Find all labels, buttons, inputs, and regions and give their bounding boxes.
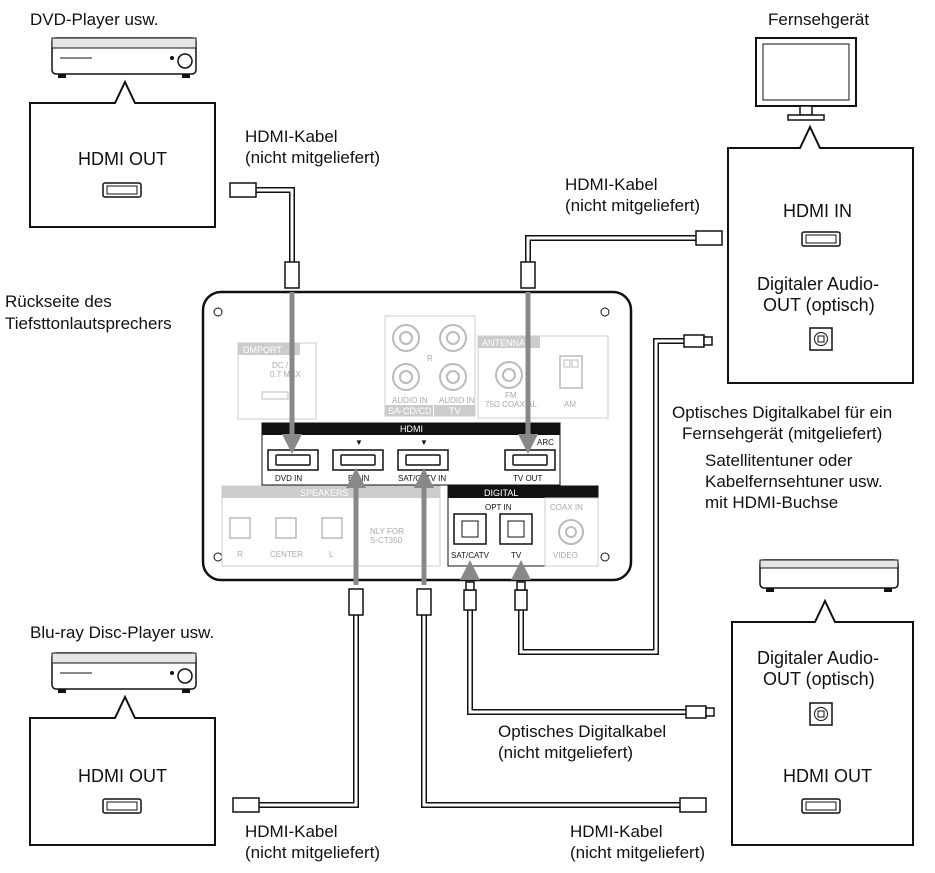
analog-audio-section: R AUDIO IN AUDIO IN SA-CD/CD TV: [384, 315, 476, 417]
panel-text: 75Ω COAXIAL: [485, 400, 537, 409]
sat-optical-label-1: Digitaler Audio-: [757, 648, 879, 668]
antenna-section: ANTENNA FM 75Ω COAXIAL AM: [477, 335, 609, 419]
tv-title: Fernsehgerät: [768, 10, 869, 29]
cable-label-hdmi-sat-2: (nicht mitgeliefert): [570, 843, 705, 862]
cable-label-hdmi-bd-2: (nicht mitgeliefert): [245, 843, 380, 862]
panel-text: CENTER: [270, 550, 303, 559]
bluray-hdmi-out-label: HDMI OUT: [78, 766, 167, 786]
dvd-player-title: DVD-Player usw.: [30, 10, 158, 29]
panel-text: ANTENNA: [482, 338, 525, 348]
sat-tuner-group: Satellitentuner oder Kabelfernsehtuner u…: [705, 451, 914, 846]
cable-label-hdmi-bd-1: HDMI-Kabel: [245, 822, 338, 841]
dvd-in-label: DVD IN: [275, 474, 302, 483]
panel-text: AUDIO IN: [439, 396, 475, 405]
opt-sat-label: SAT/CATV: [451, 551, 490, 560]
bd-in-label: BD IN: [348, 474, 370, 483]
dvd-player-icon: [51, 37, 197, 78]
subwoofer-label-2: Tiefsttonlautsprechers: [5, 314, 172, 333]
sat-tuner-icon: [759, 559, 899, 592]
panel-text: TV: [449, 406, 461, 416]
opt-tv-label: TV: [511, 551, 522, 560]
panel-text: COAX IN: [550, 503, 583, 512]
bluray-player-group: Blu-ray Disc-Player usw. HDMI OUT: [29, 623, 216, 846]
sat-title-2: Kabelfernsehtuner usw.: [705, 472, 883, 491]
dmport-section: DMPORT DC / 0.7 MAX: [237, 342, 317, 420]
tv-optical-label-1: Digitaler Audio-: [757, 274, 879, 294]
cable-label-opt-sat-2: (nicht mitgeliefert): [498, 743, 633, 762]
subwoofer-label-1: Rückseite des: [5, 292, 112, 311]
hdmi-section: HDMI ▼ DVD IN ▼ BD IN ▼ SAT/CATV IN ▼ AR…: [261, 422, 561, 486]
cable-label-hdmi-dvd-1: HDMI-Kabel: [245, 127, 338, 146]
cable-label-hdmi-tv-1: HDMI-Kabel: [565, 175, 658, 194]
digital-section: DIGITAL OPT IN SAT/CATV TV COAX IN VIDEO: [447, 485, 599, 567]
panel-text: DC /: [272, 361, 289, 370]
hdmi-cable-dvd: [229, 182, 302, 454]
digital-header: DIGITAL: [484, 488, 518, 498]
sat-title-3: mit HDMI-Buchse: [705, 493, 838, 512]
panel-text: AUDIO IN: [392, 396, 428, 405]
panel-text: OPT IN: [485, 503, 512, 512]
panel-text: SA-CD/CD: [388, 406, 432, 416]
panel-text: 0.7 MAX: [270, 370, 301, 379]
panel-text: VIDEO: [553, 551, 578, 560]
cable-label-opt-tv-1: Optisches Digitalkabel für ein: [672, 403, 892, 422]
cable-label-hdmi-tv-2: (nicht mitgeliefert): [565, 196, 700, 215]
cable-labels: HDMI-Kabel (nicht mitgeliefert) HDMI-Kab…: [245, 127, 892, 862]
opt-in-tv-port: [499, 513, 533, 545]
tv-group: Fernsehgerät HDMI IN Digitaler Audio- OU…: [727, 10, 914, 384]
dvd-player-group: DVD-Player usw. HDMI OUT: [29, 10, 216, 228]
hdmi-cable-bluray: [232, 468, 366, 813]
panel-text: ▼: [355, 438, 363, 447]
dvd-hdmi-out-label: HDMI OUT: [78, 149, 167, 169]
speakers-section: SPEAKERS R CENTER L NLY FOR S-CT350: [221, 485, 441, 567]
tv-hdmi-port-icon: [801, 231, 841, 247]
bluray-player-icon: [51, 652, 197, 693]
arc-label: ARC: [537, 438, 554, 447]
cable-label-opt-sat-1: Optisches Digitalkabel: [498, 722, 666, 741]
dmport-label: DMPORT: [243, 345, 282, 355]
panel-text: S-CT350: [370, 536, 403, 545]
cable-label-opt-tv-2: Fernsehgerät (mitgeliefert): [682, 424, 882, 443]
subwoofer-rear-panel: Rückseite des Tiefsttonlautsprechers DMP…: [5, 290, 633, 582]
panel-text: SPEAKERS: [300, 488, 349, 498]
hdmi-cable-sat: [414, 468, 707, 813]
cable-label-hdmi-sat-1: HDMI-Kabel: [570, 822, 663, 841]
dvd-hdmi-port-icon: [102, 182, 142, 198]
panel-text: ▼: [420, 438, 428, 447]
hdmi-cable-tv: [518, 230, 723, 454]
panel-text: FM: [505, 391, 517, 400]
sat-optical-label-2: OUT (optisch): [763, 669, 875, 689]
tv-icon: [755, 37, 857, 121]
panel-text: R: [427, 354, 433, 363]
sat-hdmi-port-icon: [801, 798, 841, 814]
tv-out-label: TV OUT: [513, 474, 542, 483]
sat-hdmi-out-label: HDMI OUT: [783, 766, 872, 786]
tv-optical-port-icon: [809, 327, 833, 351]
sat-title-1: Satellitentuner oder: [705, 451, 853, 470]
hdmi-section-header: HDMI: [400, 424, 423, 434]
panel-text: L: [329, 550, 334, 559]
optical-cable-tv: [511, 334, 713, 655]
bluray-player-title: Blu-ray Disc-Player usw.: [30, 623, 214, 642]
opt-in-sat-port: [453, 513, 487, 545]
sat-optical-port-icon: [809, 702, 833, 726]
tv-hdmi-in-label: HDMI IN: [783, 201, 852, 221]
cables: [229, 182, 723, 813]
tv-optical-label-2: OUT (optisch): [763, 295, 875, 315]
cable-label-hdmi-dvd-2: (nicht mitgeliefert): [245, 148, 380, 167]
panel-text: R: [237, 550, 243, 559]
optical-cable-sat: [460, 560, 715, 719]
panel-text: NLY FOR: [370, 527, 404, 536]
bluray-hdmi-port-icon: [102, 798, 142, 814]
panel-text: AM: [564, 400, 576, 409]
